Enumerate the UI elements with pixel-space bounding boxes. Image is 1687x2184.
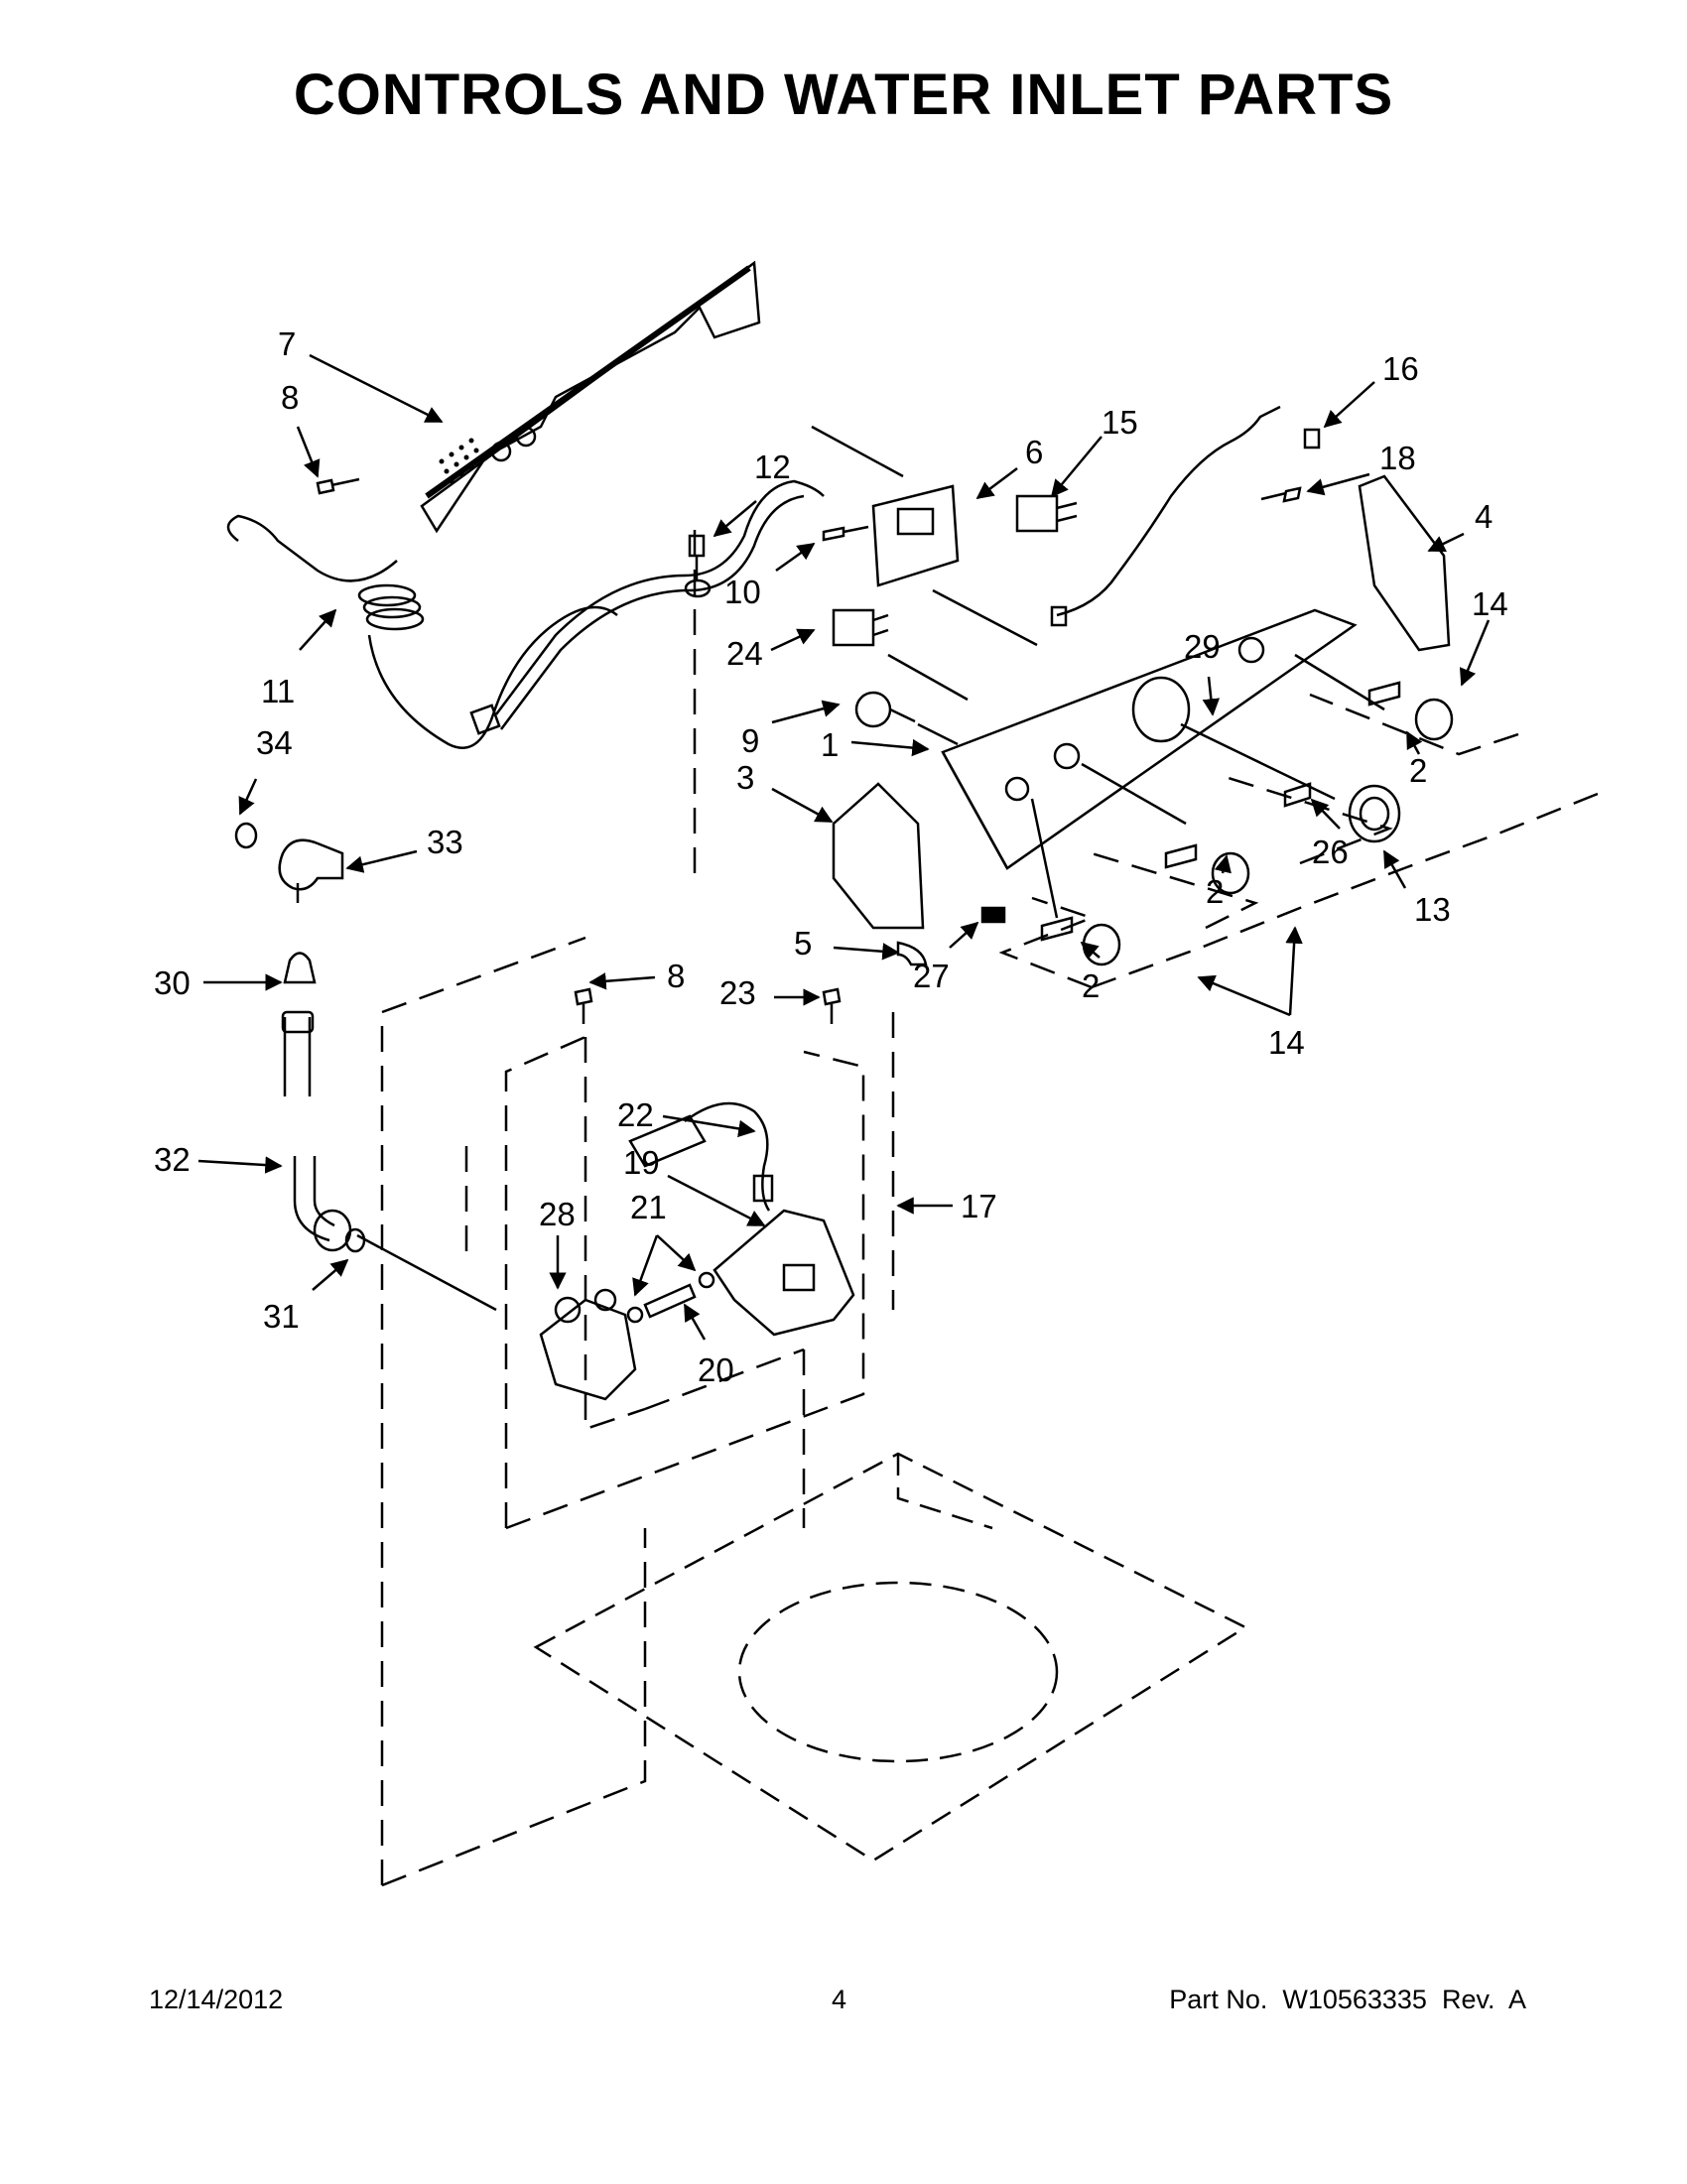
- callout-13: 13: [1414, 891, 1451, 928]
- end-cap-left-part: [832, 782, 925, 930]
- page-title: CONTROLS AND WATER INLET PARTS: [293, 63, 1394, 127]
- callout-6: 6: [1025, 434, 1043, 470]
- cabinet-top-part: [533, 1452, 1248, 1863]
- callout-30: 30: [154, 964, 191, 1001]
- inlet-hose-elbow-part: [278, 838, 344, 891]
- callout-12: 12: [754, 449, 791, 485]
- water-valve-part: [539, 1298, 637, 1401]
- callout-7: 7: [278, 325, 296, 362]
- footer-date: 12/14/2012: [149, 1985, 284, 2014]
- inlet-hose-part: [283, 1017, 312, 1096]
- callout-8: 8: [667, 958, 685, 994]
- callout-22: 22: [617, 1096, 654, 1133]
- end-cap-right-part: [1358, 474, 1451, 652]
- callout-3: 3: [736, 759, 754, 796]
- callout-17: 17: [961, 1188, 997, 1224]
- timer-part: [854, 691, 892, 728]
- callout-19: 19: [623, 1144, 660, 1181]
- power-cord-part: [226, 514, 618, 749]
- callout-2: 2: [1206, 873, 1224, 910]
- callout-2: 2: [1409, 752, 1427, 789]
- switch-15-part: [1015, 494, 1059, 533]
- callout-26: 26: [1312, 834, 1349, 870]
- callout-15: 15: [1102, 404, 1138, 441]
- callout-10: 10: [724, 574, 761, 610]
- callout-1: 1: [821, 726, 839, 763]
- callout-23: 23: [719, 974, 756, 1011]
- callout-14: 14: [1472, 585, 1508, 622]
- rear-panel-part: [420, 260, 761, 534]
- callout-24: 24: [726, 635, 763, 672]
- callout-8: 8: [281, 379, 299, 416]
- callout-18: 18: [1379, 440, 1416, 476]
- callout-4: 4: [1475, 498, 1492, 535]
- callout-2: 2: [1082, 967, 1100, 1004]
- callout-28: 28: [539, 1196, 576, 1232]
- callout-9: 9: [741, 722, 759, 759]
- callout-33: 33: [427, 824, 463, 860]
- footer-part-number: Part No. W10563335 Rev. A: [1169, 1985, 1526, 2014]
- callout-34: 34: [256, 724, 293, 761]
- callout-16: 16: [1382, 350, 1419, 387]
- callout-5: 5: [794, 925, 812, 962]
- callout-11: 11: [261, 673, 295, 709]
- callout-29: 29: [1184, 628, 1221, 665]
- callout-31: 31: [263, 1298, 300, 1335]
- control-board-part: [871, 484, 960, 587]
- footer-page-number: 4: [832, 1985, 847, 2014]
- knob-parts: [1040, 681, 1454, 966]
- callout-32: 32: [154, 1141, 191, 1178]
- switch-24-part: [832, 608, 875, 647]
- wire-harness-part: [1056, 405, 1281, 617]
- callout-27: 27: [913, 958, 950, 994]
- callout-21: 21: [630, 1189, 667, 1225]
- screw-8-top: [316, 477, 360, 495]
- callout-14: 14: [1268, 1024, 1305, 1061]
- callout-20: 20: [698, 1351, 734, 1388]
